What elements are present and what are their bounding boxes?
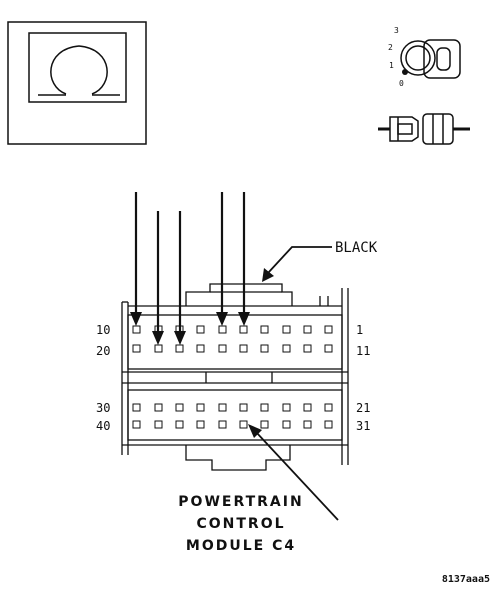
- ignition-position-1: 1: [389, 61, 394, 70]
- probe-arrow-pin-10: [130, 192, 142, 326]
- pin-label-row3-right: 21: [356, 401, 370, 415]
- probe-arrow-pin-4: [238, 192, 250, 326]
- module-title-line-1: POWERTRAIN: [178, 494, 303, 510]
- ohmmeter-icon: [7, 21, 147, 145]
- pin-row-4: [132, 420, 333, 429]
- pin-label-row1-right: 1: [356, 323, 363, 337]
- module-leader: [248, 424, 339, 521]
- pin-cavities: [132, 325, 333, 429]
- figure-id: 8137aaa5: [442, 574, 490, 585]
- ignition-position-3: 3: [394, 26, 399, 35]
- connector-body: [121, 283, 349, 471]
- color-leader: [262, 246, 332, 282]
- pin-label-row1-left: 10: [96, 323, 110, 337]
- pin-label-row2-right: 11: [356, 344, 370, 358]
- probe-arrow-pin-8: [174, 211, 186, 345]
- pin-label-row4-left: 40: [96, 419, 110, 433]
- ignition-position-0: 0: [399, 79, 404, 88]
- pin-label-row4-right: 31: [356, 419, 370, 433]
- disconnected-connector-icon: [378, 113, 470, 145]
- pin-label-row2-left: 20: [96, 344, 110, 358]
- ignition-key-icon: 3 2 1 0: [388, 26, 461, 88]
- probe-arrow-pin-5: [216, 192, 228, 326]
- pin-row-2: [132, 344, 333, 353]
- module-title-line-2: CONTROL: [196, 516, 285, 532]
- pin-row-3: [132, 403, 333, 412]
- pin-label-row3-left: 30: [96, 401, 110, 415]
- module-title-line-3: MODULE C4: [186, 538, 296, 554]
- ignition-position-2: 2: [388, 43, 393, 52]
- probe-arrows: [130, 192, 250, 345]
- connector-color-label: BLACK: [335, 240, 378, 256]
- probe-arrow-pin-9: [152, 211, 164, 345]
